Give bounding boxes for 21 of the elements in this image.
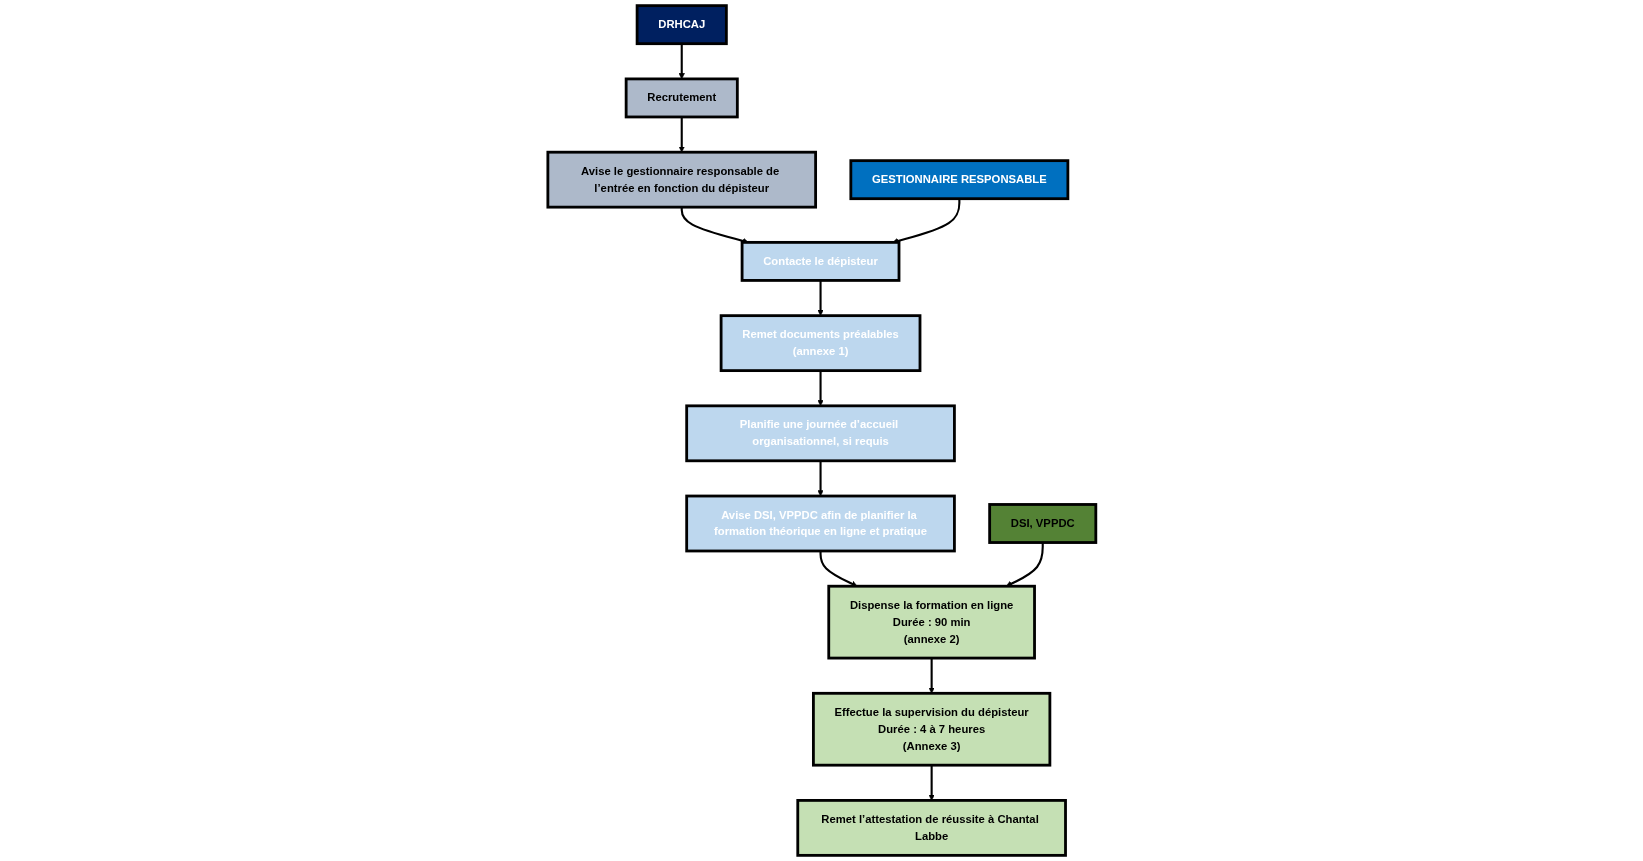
node-box: Avise le gestionnaire responsable de l’entrée en fonction du dépisteur bbox=[546, 150, 817, 209]
node-box: GESTIONNAIRE RESPONSABLE bbox=[849, 159, 1069, 201]
node-box: Planifie une journée d’accueil organisationnel, si requis bbox=[684, 404, 956, 463]
node-box: Remet documents préalables (annexe 1) bbox=[719, 314, 922, 373]
node-box: Remet l’attestation de réussite à Chantal Labbe bbox=[796, 799, 1067, 857]
node-box: Dispense la formation en ligne Durée : 90 min (annexe 2) bbox=[827, 584, 1036, 660]
arrow bbox=[1005, 542, 1044, 587]
node-box: Effectue la supervision du dépisteur Durée : 4 à 7 heures (Annexe 3) bbox=[811, 691, 1051, 767]
arrow bbox=[817, 280, 824, 316]
arrow bbox=[678, 116, 685, 153]
node-box: Recrutement bbox=[624, 77, 739, 119]
arrow bbox=[817, 460, 824, 497]
arrow bbox=[680, 207, 749, 244]
arrow bbox=[819, 551, 858, 587]
node-box: DRHCAJ bbox=[635, 4, 728, 46]
arrow bbox=[892, 198, 961, 244]
node-box: Avise DSI, VPPDC afin de planifier la formation théorique en ligne et pratique bbox=[684, 494, 956, 553]
node-box: Contacte le dépisteur bbox=[740, 240, 901, 282]
arrow bbox=[928, 658, 935, 694]
arrow bbox=[928, 765, 935, 801]
node-box: DSI, VPPDC bbox=[987, 503, 1097, 544]
